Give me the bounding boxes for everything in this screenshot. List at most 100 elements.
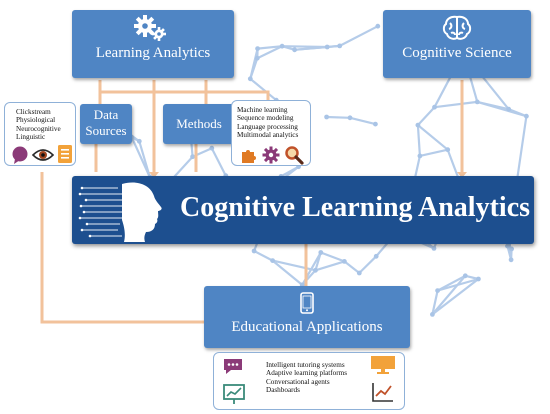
network-link: [314, 260, 346, 272]
network-link: [256, 45, 284, 50]
network-link: [433, 100, 479, 109]
presentation-icon: [223, 384, 245, 404]
gears-icon: [134, 15, 166, 41]
network-node: [324, 44, 330, 50]
network-node: [279, 43, 285, 49]
gear-icon: [262, 146, 280, 164]
network-link: [279, 165, 300, 178]
network-node: [509, 246, 514, 252]
digital-head-icon: [78, 182, 162, 242]
data-sources-label-line1: Data: [93, 107, 119, 122]
network-node: [136, 138, 142, 144]
network-link: [418, 148, 449, 157]
methods-box: Methods: [163, 104, 235, 144]
monitor-icon: [371, 356, 395, 374]
network-node: [270, 258, 275, 263]
magnifier-icon: [285, 146, 304, 165]
network-node: [432, 104, 437, 110]
network-link: [249, 77, 278, 102]
educational-applications-panel: Intelligent tutoring systems Adaptive le…: [213, 352, 405, 410]
methods-panel: Machine learning Sequence modeling Langu…: [231, 100, 311, 166]
network-node: [375, 23, 381, 29]
method-item-sequence-modeling: Sequence modeling: [237, 114, 294, 123]
data-source-item-clickstream: Clickstream: [16, 108, 51, 116]
educational-applications-label: Educational Applications: [231, 319, 383, 335]
trend-chart-icon: [372, 383, 393, 402]
network-link: [301, 269, 317, 286]
network-link: [271, 259, 317, 272]
main-title-box: Cognitive Learning Analytics: [72, 176, 534, 244]
network-link: [348, 116, 377, 126]
cognitive-science-label: Cognitive Science: [402, 45, 512, 61]
network-link: [319, 251, 346, 263]
network-node: [474, 99, 480, 105]
network-link: [446, 148, 460, 181]
network-node: [292, 47, 297, 53]
network-node: [347, 115, 353, 121]
network-link: [436, 274, 467, 292]
data-source-item-physiological: Physiological: [16, 116, 56, 125]
network-node: [476, 276, 481, 282]
speech-bubble-icon: [12, 146, 28, 164]
network-node: [415, 122, 421, 128]
network-node: [445, 147, 451, 153]
network-link: [431, 289, 439, 316]
application-item-intelligent-tutoring: Intelligent tutoring systems: [266, 361, 345, 369]
network-node: [524, 113, 529, 119]
main-title: Cognitive Learning Analytics: [180, 192, 531, 223]
network-node: [373, 253, 379, 259]
network-link: [325, 115, 352, 119]
method-item-language-processing: Language processing: [237, 122, 298, 131]
network-node: [254, 55, 260, 61]
network-link: [358, 255, 378, 275]
application-item-adaptive-platforms: Adaptive learning platforms: [266, 369, 348, 378]
network-link: [256, 45, 284, 60]
network-node: [318, 250, 324, 255]
network-link: [343, 260, 361, 275]
smartphone-icon: [300, 292, 314, 314]
network-link: [431, 277, 480, 316]
network-link: [338, 25, 379, 48]
document-icon: [58, 145, 72, 163]
network-node: [462, 273, 468, 279]
network-node: [506, 106, 512, 112]
learning-analytics-label: Learning Analytics: [95, 45, 211, 61]
network-node: [435, 288, 440, 293]
data-sources-label-line2: Sources: [85, 123, 127, 138]
chat-icon: [224, 359, 242, 374]
network-link: [271, 259, 304, 286]
network-node: [255, 46, 260, 51]
method-item-machine-learning: Machine learning: [237, 106, 288, 114]
network-link: [416, 123, 421, 157]
network-link: [436, 277, 480, 292]
network-link: [431, 274, 467, 316]
network-link: [416, 106, 436, 127]
network-node: [356, 270, 362, 276]
network-link: [249, 47, 259, 80]
data-source-item-neurocognitive: Neurocognitive: [16, 124, 61, 133]
puzzle-icon: [242, 150, 256, 163]
network-node: [190, 154, 196, 160]
network-link: [130, 136, 151, 179]
network-link: [416, 123, 449, 151]
application-item-conversational-agents: Conversational agents: [266, 377, 330, 386]
learning-analytics-box: Learning Analytics: [72, 10, 234, 78]
brain-icon: [442, 15, 472, 40]
eye-icon: [32, 149, 54, 161]
network-link: [476, 100, 510, 111]
data-sources-panel: Clickstream Physiological Neurocognitive…: [4, 102, 76, 166]
data-sources-list: Clickstream Physiological Neurocognitive…: [16, 108, 61, 142]
connector-left-to-apps: [40, 172, 206, 324]
network-link: [515, 115, 528, 184]
network-node: [337, 43, 343, 49]
application-item-dashboards: Dashboards: [266, 386, 300, 395]
network-node: [247, 76, 253, 82]
methods-list: Machine learning Sequence modeling Langu…: [237, 106, 298, 140]
network-node: [313, 267, 318, 273]
network-node: [508, 257, 514, 263]
network-node: [342, 259, 347, 264]
network-node: [209, 145, 215, 151]
network-node: [430, 312, 435, 317]
network-node: [324, 114, 329, 120]
